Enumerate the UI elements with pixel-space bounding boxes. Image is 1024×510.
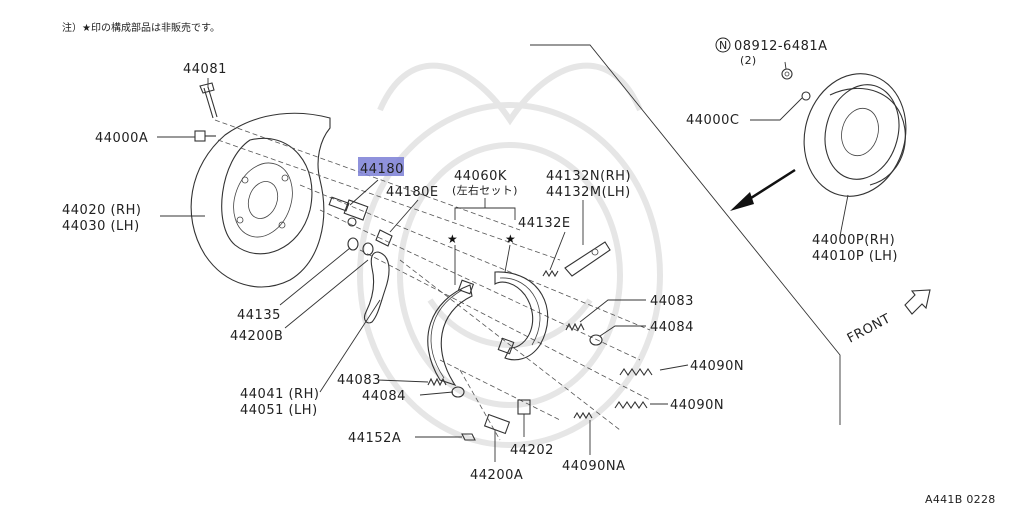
nut-08912[interactable] (781, 68, 793, 80)
spring-44090N-lower[interactable] (614, 401, 648, 409)
label-44200A[interactable]: 44200A (470, 468, 523, 483)
front-arrow-icon (904, 289, 931, 315)
label-44081[interactable]: 44081 (183, 62, 227, 77)
direction-arrow (730, 168, 796, 211)
leader-lines (157, 61, 849, 462)
washer-44135[interactable] (347, 237, 374, 256)
label-44051[interactable]: 44051 (LH) (240, 403, 318, 418)
adjuster-lever-44132[interactable] (564, 241, 611, 277)
label-44010P[interactable]: 44010P (LH) (812, 249, 898, 264)
label-44132N[interactable]: 44132N(RH) (546, 169, 631, 184)
label-44083-lower[interactable]: 44083 (337, 373, 381, 388)
bolt-44152A[interactable] (461, 433, 476, 441)
divider-line (530, 44, 841, 425)
backing-plate-assembly-44000P[interactable] (791, 62, 920, 208)
label-44132M[interactable]: 44132M(LH) (546, 185, 631, 200)
label-44060K-sub: (左右セット) (452, 183, 518, 197)
label-44000C[interactable]: 44000C (686, 113, 739, 128)
lever-44200B[interactable] (364, 251, 390, 324)
label-44084-lower[interactable]: 44084 (362, 389, 406, 404)
diagram-code: A441B 0228 (925, 493, 996, 506)
assembly-axis (459, 369, 501, 441)
star-mark: ★ (505, 232, 516, 246)
backing-plate[interactable] (190, 112, 331, 288)
bolt-44081[interactable] (199, 82, 218, 119)
assembly-axis (319, 209, 641, 361)
spring-44083-upper[interactable] (565, 322, 585, 332)
assembly-axis (359, 249, 651, 401)
label-44000P[interactable]: 44000P(RH) (812, 233, 895, 248)
assembly-axis (439, 359, 561, 421)
spring-44083-lower[interactable] (427, 377, 447, 387)
adjuster-44180[interactable] (328, 196, 369, 227)
brake-shoe-front[interactable] (427, 279, 475, 387)
label-44200B[interactable]: 44200B (230, 329, 283, 344)
brake-shoe-rear[interactable] (494, 271, 549, 361)
label-44020[interactable]: 44020 (RH) (62, 203, 141, 218)
nut-44000A[interactable] (194, 130, 216, 142)
highlight-box (358, 157, 404, 176)
label-44132E[interactable]: 44132E (518, 216, 571, 231)
label-08912[interactable]: 08912-6481A (734, 39, 828, 54)
label-44090NA[interactable]: 44090NA (562, 459, 625, 474)
spring-44090NA[interactable] (573, 411, 593, 420)
label-08912-qty: (2) (740, 54, 756, 67)
note-text: 注）★印の構成部品は非販売です。 (62, 21, 220, 34)
front-label: FRONT (845, 311, 893, 346)
label-44060K[interactable]: 44060K (454, 169, 507, 184)
label-44090N-lower[interactable]: 44090N (670, 398, 724, 413)
assembly-axis (299, 184, 651, 331)
label-n-mark: N (719, 39, 728, 52)
label-44180E[interactable]: 44180E (386, 185, 439, 200)
label-44152A[interactable]: 44152A (348, 431, 401, 446)
label-44083-upper[interactable]: 44083 (650, 294, 694, 309)
label-44180[interactable]: 44180 (360, 162, 404, 177)
spring-44132E[interactable] (542, 269, 559, 278)
cup-44084-upper[interactable] (589, 334, 603, 346)
star-mark: ★ (447, 232, 458, 246)
label-44030[interactable]: 44030 (LH) (62, 219, 140, 234)
label-44090N-upper[interactable]: 44090N (690, 359, 744, 374)
label-44202[interactable]: 44202 (510, 443, 554, 458)
washer-44000C[interactable] (801, 91, 811, 101)
assembly-axis (399, 259, 621, 431)
label-44041[interactable]: 44041 (RH) (240, 387, 319, 402)
label-44135[interactable]: 44135 (237, 308, 281, 323)
spring-44090N-upper[interactable] (619, 368, 653, 376)
clip-44180E[interactable] (375, 229, 393, 247)
n-circle-icon (715, 37, 731, 53)
label-44000A[interactable]: 44000A (95, 131, 148, 146)
assembly-axis (217, 139, 561, 261)
adjuster-44200A[interactable] (483, 413, 511, 435)
label-44084-upper[interactable]: 44084 (650, 320, 694, 335)
